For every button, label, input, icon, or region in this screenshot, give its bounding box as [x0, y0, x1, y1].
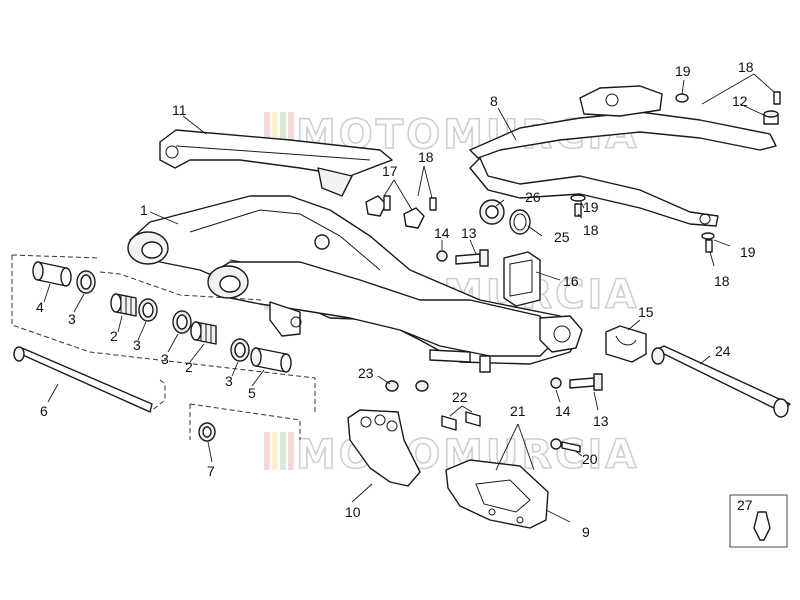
leader-lines [43, 73, 775, 523]
callout-18: 18 [418, 149, 434, 165]
callout-17: 17 [382, 163, 398, 179]
callout-13: 13 [593, 413, 609, 429]
callout-5: 5 [248, 385, 256, 401]
part-2-bearing [110, 293, 137, 317]
callout-12: 12 [732, 93, 748, 109]
callout-3: 3 [225, 373, 233, 389]
callout-9: 9 [582, 524, 590, 540]
callout-3: 3 [68, 311, 76, 327]
part-12-spacer [763, 110, 779, 125]
part-2-bearing [190, 321, 217, 345]
part-20-screw [550, 438, 581, 453]
part-15-block [605, 325, 647, 363]
callout-22: 22 [452, 389, 468, 405]
callout-14: 14 [555, 403, 571, 419]
callout-13: 13 [461, 225, 477, 241]
part-14-washer [436, 250, 562, 389]
callout-19: 19 [675, 63, 691, 79]
callout-18: 18 [583, 222, 599, 238]
part-26-boot [479, 199, 505, 225]
part-5-bushing [250, 347, 292, 373]
callout-26: 26 [525, 189, 541, 205]
callout-3: 3 [161, 351, 169, 367]
callout-25: 25 [554, 229, 570, 245]
callout-19: 19 [740, 244, 756, 260]
part-16-bracket [503, 251, 541, 307]
part-3-seal [76, 270, 96, 294]
callout-3: 3 [133, 337, 141, 353]
callout-19: 19 [583, 199, 599, 215]
callout-16: 16 [563, 273, 579, 289]
callout-27: 27 [737, 497, 753, 513]
callout-14: 14 [434, 225, 450, 241]
callout-10: 10 [345, 504, 361, 520]
callout-labels: 1 2 2 3 3 3 3 4 5 6 7 8 9 10 11 12 13 13… [36, 59, 756, 540]
callout-15: 15 [638, 304, 654, 320]
callout-18: 18 [714, 273, 730, 289]
part-1-swingarm [127, 195, 583, 373]
callout-7: 7 [207, 463, 215, 479]
callout-1: 1 [140, 202, 148, 218]
pivot-bearing-group [11, 254, 316, 412]
callout-24: 24 [715, 343, 731, 359]
part-3-seal [138, 298, 158, 322]
part-4-bushing [32, 261, 72, 287]
part-25-ring [509, 209, 531, 235]
callout-20: 20 [582, 451, 598, 467]
part-23-spacer [385, 380, 429, 392]
part-19-washer [570, 93, 715, 240]
part-27-box [729, 494, 788, 548]
part-22-spacer [441, 411, 481, 431]
part-18-screw [383, 91, 781, 253]
callout-6: 6 [40, 403, 48, 419]
part-7-nut [189, 403, 301, 442]
part-10-chain-guide [347, 409, 421, 487]
callout-8: 8 [490, 93, 498, 109]
part-11-bracket [159, 129, 393, 197]
callout-2: 2 [110, 328, 118, 344]
callout-18: 18 [738, 59, 754, 75]
callout-4: 4 [36, 299, 44, 315]
callout-2: 2 [185, 359, 193, 375]
part-17-clamp [365, 195, 425, 229]
part-3-seal [230, 338, 250, 362]
part-3-seal [172, 310, 192, 334]
part-24-axle [651, 345, 791, 418]
part-13-bolt [455, 249, 603, 391]
part-9-chain-slider [445, 459, 549, 529]
part-8-bracket [469, 85, 777, 227]
callout-11: 11 [172, 102, 187, 118]
callout-21: 21 [510, 403, 526, 419]
callout-23: 23 [358, 365, 374, 381]
part-6-pivot-shaft [13, 346, 166, 413]
